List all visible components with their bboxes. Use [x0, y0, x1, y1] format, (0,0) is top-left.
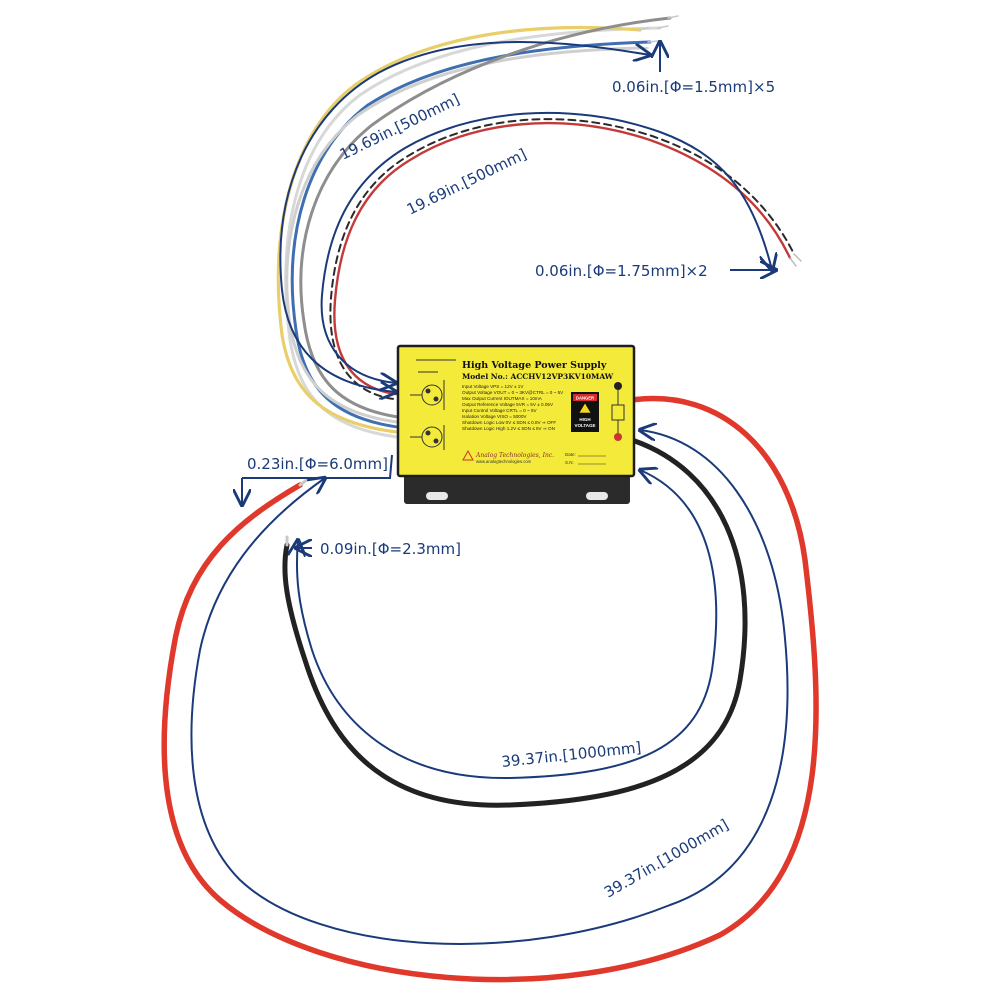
- spec-line: Input Voltage VPS = 12V ± 1V: [462, 384, 524, 389]
- device-title: High Voltage Power Supply: [462, 360, 607, 371]
- signal-gauge-label: 0.06in.[Φ=1.5mm]×5: [612, 78, 775, 96]
- warning-text-voltage: VOLTAGE: [574, 423, 595, 428]
- serial-label: S.N:: [565, 460, 574, 465]
- dim-leader-red-gauge: [242, 454, 393, 479]
- twisted-pair-tips: [789, 253, 802, 267]
- warning-triangle-icon: [578, 402, 592, 414]
- spec-list: Input Voltage VPS = 12V ± 1V Output Volt…: [462, 384, 564, 431]
- pinout-schematic: [410, 359, 456, 450]
- power-supply-unit: High Voltage Power Supply Model No.: ACC…: [396, 344, 636, 504]
- company-name: Analog Technologies, Inc.: [475, 452, 554, 459]
- dimension-lines: [190, 41, 789, 945]
- red-gauge-label: 0.23in.[Φ=6.0mm]: [247, 455, 388, 473]
- black-length-label: 39.37in.[1000mm]: [501, 738, 643, 771]
- company-website: www.analogtechnologies.com: [476, 459, 532, 464]
- spec-line: Max Output Current IOUTMAX = 10mA: [462, 396, 543, 401]
- hv-red-wire: [161, 395, 819, 983]
- dim-line-red-length: [190, 430, 789, 945]
- dim-line-signal: [279, 41, 650, 392]
- hv-output-schematic: [611, 382, 625, 441]
- warning-text-high: HIGH: [579, 417, 590, 422]
- spec-line: Shutdown Logic High 1.2V ≤ SDN ≤ 5V ⇒ ON: [462, 426, 555, 431]
- signal-length-label: 19.69in.[500mm]: [337, 90, 463, 164]
- spec-line: Input Control Voltage CRTL = 0 ~ 5V: [462, 408, 538, 413]
- output-terminal-positive-icon: [614, 433, 622, 441]
- spec-line: Isolation Voltage VISO = 5000V: [462, 414, 527, 419]
- company-logo-icon: [462, 449, 474, 461]
- spec-line: Output Reference Voltage 5VR = 5V ± 0.05…: [462, 402, 554, 407]
- twisted-length-label: 19.69in.[500mm]: [404, 145, 530, 219]
- dim-line-twisted: [320, 111, 772, 383]
- red-length-label: 39.37in.[1000mm]: [601, 816, 732, 902]
- output-terminal-negative-icon: [614, 382, 622, 390]
- dim-line-black-length: [297, 470, 718, 780]
- danger-text: DANGER: [576, 396, 594, 401]
- black-gauge-label: 0.09in.[Φ=2.3mm]: [320, 540, 461, 558]
- spec-line: Shutdown Logic Low 0V ≤ SDN ≤ 0.8V ⇒ OFF: [462, 420, 556, 425]
- spec-line: Output Voltage VOUT = 0 ~ 3KV@CTRL = 0 ~…: [462, 390, 564, 395]
- hv-black-wire: [282, 437, 748, 808]
- mount-slot-right: [586, 492, 608, 500]
- mount-slot-left: [426, 492, 448, 500]
- twisted-gauge-label: 0.06in.[Φ=1.75mm]×2: [535, 262, 708, 280]
- housing: [396, 344, 636, 478]
- device-model: Model No.: ACCHV12VP3KV10MAW: [462, 372, 614, 381]
- danger-label: DANGER HIGH VOLTAGE: [571, 392, 599, 432]
- mounting-bracket: [404, 470, 630, 504]
- date-label: Date:: [565, 452, 576, 457]
